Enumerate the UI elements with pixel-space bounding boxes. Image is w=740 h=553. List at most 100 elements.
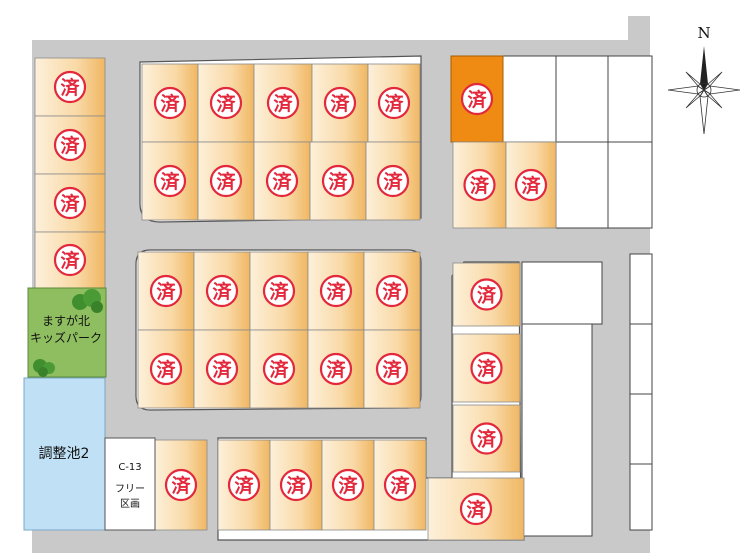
free-lot-code: C-13: [118, 462, 141, 473]
free-lot-label-line1: フリー: [115, 484, 145, 495]
sold-mark-text: 済: [160, 170, 180, 193]
sold-lot-2[interactable]: 済: [34, 115, 106, 175]
sold-mark-text: 済: [171, 474, 191, 497]
sold-mark-text: 済: [212, 280, 232, 303]
sold-lot-10[interactable]: 済: [141, 141, 199, 221]
unsold-lot-7[interactable]: [521, 323, 593, 537]
sold-lot-26[interactable]: 済: [363, 329, 421, 409]
sold-mark-text: 済: [60, 192, 80, 215]
sold-mark-text: 済: [269, 358, 289, 381]
sold-lot-30[interactable]: 済: [427, 477, 525, 541]
unsold-lot-2[interactable]: [555, 55, 609, 143]
sold-mark-text: 済: [384, 92, 404, 115]
sold-mark-text: 済: [160, 92, 180, 115]
sold-stamp: 済: [53, 70, 87, 104]
free-lot-c13[interactable]: C-13 フリー 区画: [104, 437, 156, 531]
sold-mark-text: 済: [382, 280, 402, 303]
sold-stamp: 済: [383, 468, 417, 502]
sold-mark-text: 済: [60, 76, 80, 99]
sold-stamp: 済: [262, 274, 296, 308]
sold-stamp: 済: [153, 164, 187, 198]
sold-mark-text: 済: [477, 428, 497, 451]
sold-lot-1[interactable]: 済: [34, 57, 106, 117]
sold-mark-text: 済: [286, 474, 306, 497]
sold-stamp: 済: [331, 468, 365, 502]
sold-stamp: 済: [376, 164, 410, 198]
sold-lot-29[interactable]: 済: [452, 404, 521, 473]
sold-stamp: 済: [470, 278, 503, 311]
sold-stamp: 済: [149, 274, 183, 308]
unsold-lot-9[interactable]: [629, 323, 653, 395]
sold-lot-32[interactable]: 済: [217, 439, 271, 531]
unsold-white-lots: [502, 55, 653, 537]
sold-lot-25[interactable]: 済: [307, 329, 365, 409]
sold-lot-23[interactable]: 済: [193, 329, 251, 409]
sold-stamp: 済: [321, 164, 355, 198]
sold-lot-13[interactable]: 済: [309, 141, 367, 221]
unsold-lot-1[interactable]: [502, 55, 557, 143]
sold-stamp: 済: [514, 168, 548, 202]
sold-lot-17[interactable]: 済: [137, 251, 195, 331]
sold-lot-27[interactable]: 済: [452, 262, 521, 327]
sold-lot-21[interactable]: 済: [363, 251, 421, 331]
sold-lot-3[interactable]: 済: [34, 173, 106, 233]
sold-lot-19[interactable]: 済: [249, 251, 309, 331]
sold-stamp: 済: [53, 243, 87, 277]
sold-stamp: 済: [375, 274, 409, 308]
sold-lot-5[interactable]: 済: [141, 63, 199, 143]
sold-lot-31[interactable]: 済: [154, 439, 208, 531]
sold-lot-6[interactable]: 済: [197, 63, 255, 143]
sold-lot-22[interactable]: 済: [137, 329, 195, 409]
sold-stamp: 済: [463, 168, 496, 202]
unsold-lot-4[interactable]: [555, 141, 609, 229]
sold-mark-text: 済: [521, 174, 541, 197]
sold-lot-34[interactable]: 済: [321, 439, 375, 531]
sold-stamp: 済: [279, 468, 313, 502]
sold-mark-text: 済: [216, 92, 236, 115]
sold-lot-28[interactable]: 済: [452, 333, 521, 403]
sold-lot-24[interactable]: 済: [249, 329, 309, 409]
sold-lot-18[interactable]: 済: [193, 251, 251, 331]
sold-lot-16[interactable]: 済: [505, 141, 557, 229]
sold-lot-9[interactable]: 済: [367, 63, 421, 143]
sold-mark-text: 済: [338, 474, 358, 497]
tree-icon: [33, 289, 103, 377]
sold-lot-4[interactable]: 済: [34, 231, 106, 289]
sold-lot-14[interactable]: 済: [365, 141, 421, 221]
unsold-lot-6[interactable]: [521, 261, 603, 325]
unsold-lot-8[interactable]: [629, 253, 653, 325]
unsold-lot-11[interactable]: [629, 463, 653, 531]
sold-mark-text: 済: [470, 174, 490, 197]
sold-stamp: 済: [153, 86, 187, 120]
unsold-lot-3[interactable]: [607, 55, 653, 143]
unsold-lot-5[interactable]: [607, 141, 653, 229]
sold-stamp: 済: [262, 352, 296, 386]
sold-lot-11[interactable]: 済: [197, 141, 255, 221]
sold-mark-text: 済: [326, 280, 346, 303]
sold-mark-text: 済: [382, 358, 402, 381]
sold-mark-text: 済: [212, 358, 232, 381]
sold-stamp: 済: [470, 422, 503, 455]
unsold-lot-10[interactable]: [629, 393, 653, 465]
sold-lot-7[interactable]: 済: [253, 63, 313, 143]
sold-mark-text: 済: [156, 358, 176, 381]
sold-stamp: 済: [209, 86, 243, 120]
park-area: ますが北 キッズパーク: [27, 287, 107, 378]
sold-stamp: 済: [205, 274, 239, 308]
sold-lot-35[interactable]: 済: [373, 439, 427, 531]
sold-lot-8[interactable]: 済: [311, 63, 369, 143]
sold-stamp: 済: [205, 352, 239, 386]
sold-mark-text: 済: [273, 92, 293, 115]
sold-stamp: 済: [375, 352, 409, 386]
sold-lot-15[interactable]: 済: [452, 141, 507, 229]
sold-mark-text: 済: [466, 498, 486, 521]
sold-lot-33[interactable]: 済: [269, 439, 323, 531]
sold-stamp: 済: [377, 86, 411, 120]
sold-mark-text: 済: [156, 280, 176, 303]
sold-lots: 済済済済済済済済済済済済済済済済済済済済済済済済済済済済済済済済済済済済: [34, 55, 557, 541]
sold-mark-text: 済: [60, 134, 80, 157]
sold-lot-20[interactable]: 済: [307, 251, 365, 331]
sold-stamp: 済: [265, 164, 299, 198]
sold-lot-12[interactable]: 済: [253, 141, 311, 221]
